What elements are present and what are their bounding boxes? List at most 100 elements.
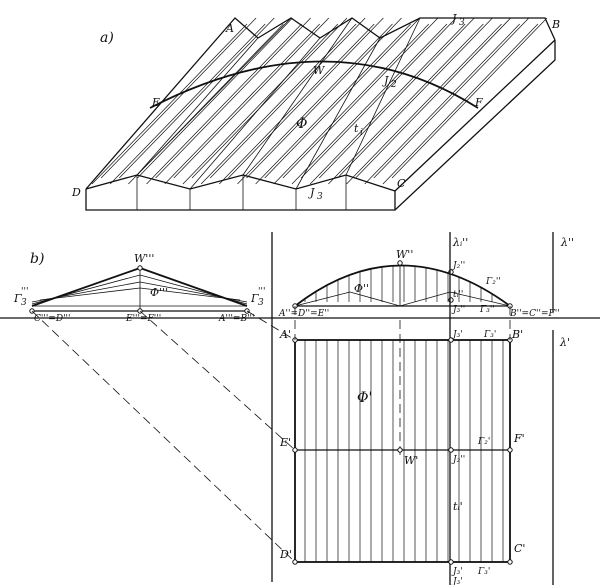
label-gamma3-left: Γ bbox=[13, 292, 22, 305]
label-lambda-i2: λᵢ'' bbox=[452, 236, 468, 249]
hatch-line bbox=[164, 23, 320, 185]
label-W3: W''' bbox=[134, 252, 154, 265]
label-W: W bbox=[313, 64, 326, 77]
label-phi: Φ bbox=[296, 116, 307, 132]
point-W1 bbox=[397, 447, 403, 453]
label-phi1: Φ' bbox=[357, 390, 372, 406]
side-outline bbox=[31, 267, 248, 307]
perspective-view: a) A B C D E F W Φ t i J 3 J 2 J 3 bbox=[71, 12, 560, 211]
hatch-line bbox=[173, 17, 330, 179]
label-AB3: A'''=B''' bbox=[218, 314, 255, 324]
plan-view: λ' A' B' E' F' D' C' W' Φ' J₃' Γ₃' Γ₂' J… bbox=[279, 320, 570, 585]
label-gamma3-left-sup: ''' bbox=[21, 287, 28, 297]
front-view: W'' Φ'' A''=D''=E'' B''=C''=F'' J₂'' tᵢ'… bbox=[278, 232, 574, 585]
hatch-line bbox=[155, 17, 311, 179]
label-j3-bottom-sub: 3 bbox=[317, 192, 323, 202]
front-hatching bbox=[304, 265, 493, 302]
side-profile-1 bbox=[31, 274, 248, 305]
hatch-line bbox=[237, 23, 393, 185]
label-EF3: E'''=F''' bbox=[125, 314, 161, 324]
ridge-line bbox=[242, 17, 353, 176]
label-phi2: Φ'' bbox=[354, 282, 369, 295]
label-E1: E' bbox=[279, 436, 291, 449]
label-D1: D' bbox=[279, 548, 292, 561]
label-J3-top: J₃' bbox=[451, 330, 463, 340]
point-F1 bbox=[507, 447, 513, 453]
hatch-line bbox=[309, 23, 466, 185]
hatch-line bbox=[282, 17, 439, 179]
hatch-line bbox=[373, 17, 530, 179]
label-J3-extra: J₃' bbox=[451, 577, 463, 585]
hatch-line bbox=[109, 23, 266, 185]
label-B: B bbox=[551, 18, 560, 31]
label-A: A bbox=[225, 22, 234, 35]
label-j3-top-sub: 3 bbox=[459, 18, 465, 28]
hatch-line bbox=[364, 23, 520, 185]
label-A1: A' bbox=[279, 328, 291, 341]
hatch-line bbox=[209, 17, 366, 179]
projector-CD bbox=[31, 310, 296, 563]
hatch-line bbox=[246, 17, 402, 179]
hatch-line bbox=[328, 23, 484, 185]
label-lambda1: λ' bbox=[559, 336, 570, 349]
label-J2-2: J₂'' bbox=[451, 261, 465, 271]
label-t-sub: i bbox=[360, 128, 363, 138]
hatch-line bbox=[91, 23, 248, 185]
label-B1: B' bbox=[511, 328, 523, 341]
label-D: D bbox=[71, 186, 81, 199]
hatch-line bbox=[119, 17, 275, 179]
label-t1: tᵢ' bbox=[453, 500, 463, 513]
label-t2: tᵢ'' bbox=[453, 290, 463, 300]
point-J2-plan bbox=[448, 447, 454, 453]
front-arch bbox=[294, 264, 511, 307]
hatch-line bbox=[273, 23, 430, 185]
hatch-line bbox=[191, 17, 348, 179]
label-gamma2-2: Γ₂'' bbox=[485, 277, 501, 287]
point-W bbox=[137, 265, 143, 271]
front-right-edge bbox=[394, 39, 556, 192]
label-J3-2: J₃'' bbox=[451, 305, 465, 315]
label-C: C bbox=[397, 177, 406, 190]
label-lambda2: λ'' bbox=[560, 236, 574, 249]
roof-hatching bbox=[91, 17, 548, 185]
label-j3-bottom: J bbox=[308, 186, 315, 199]
point-J3-bottom bbox=[448, 559, 454, 565]
hatch-line bbox=[182, 23, 339, 185]
label-j3-top: J bbox=[450, 12, 457, 25]
hatch-line bbox=[300, 17, 457, 179]
hatch-line bbox=[100, 17, 257, 179]
front-gable-sawtooth bbox=[85, 174, 396, 192]
label-gamma3-left-sub: 3 bbox=[21, 298, 27, 308]
valley-line bbox=[136, 37, 259, 176]
hatch-line bbox=[137, 17, 293, 179]
label-W1: W' bbox=[404, 454, 418, 467]
label-J2-plan: J₂'' bbox=[451, 455, 465, 465]
label-E: E bbox=[151, 96, 160, 109]
point-D1 bbox=[292, 559, 298, 565]
label-j2-sub: 2 bbox=[390, 80, 397, 90]
projector-lines bbox=[31, 306, 511, 563]
label-gamma3-2: Γ₃'' bbox=[479, 305, 495, 315]
plan-hatching bbox=[304, 340, 504, 562]
hatch-line bbox=[355, 17, 511, 179]
projector-AB bbox=[246, 310, 296, 341]
label-ADE2: A''=D''=E'' bbox=[278, 309, 329, 319]
label-CD3: C'''=D''' bbox=[34, 314, 71, 324]
label-J3-bottom: J₃' bbox=[451, 567, 463, 577]
hatch-line bbox=[382, 23, 539, 185]
label-gamma2-plan: Γ₂' bbox=[477, 437, 490, 447]
label-t: t bbox=[354, 122, 359, 135]
hatch-line bbox=[228, 17, 384, 179]
label-gamma3-bottom: Γ₃' bbox=[477, 567, 490, 577]
label-W2: W'' bbox=[396, 248, 413, 261]
label-j2: J bbox=[382, 74, 389, 87]
point-W2 bbox=[397, 260, 403, 266]
arch-curve-EF bbox=[149, 60, 479, 109]
side-profile-2 bbox=[31, 281, 248, 303]
hatch-line bbox=[200, 23, 357, 185]
label-F: F bbox=[474, 96, 483, 109]
hatch-line bbox=[255, 23, 411, 185]
hatch-line bbox=[128, 23, 284, 185]
hatch-line bbox=[337, 17, 493, 179]
